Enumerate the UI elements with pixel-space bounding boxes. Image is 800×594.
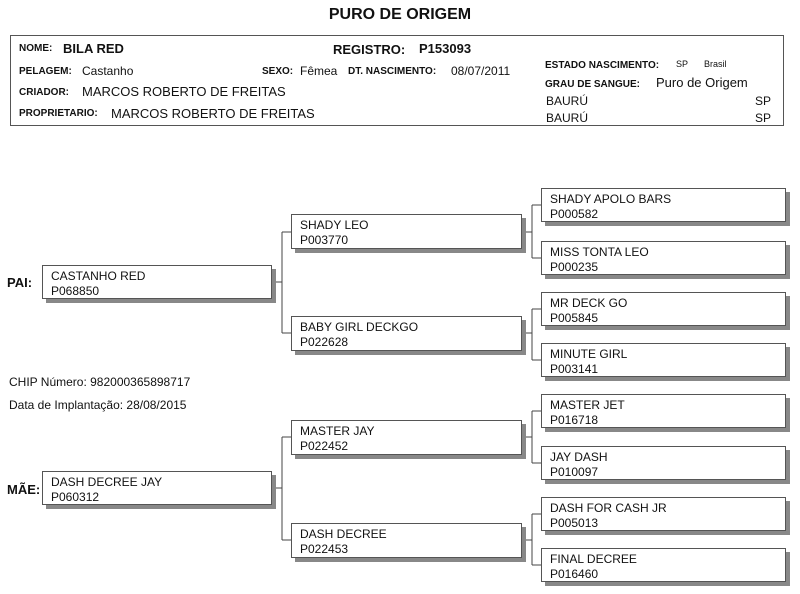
sire-dam-box: BABY GIRL DECKGO P022628 xyxy=(291,316,522,351)
horse-name: MASTER JAY xyxy=(300,424,375,438)
horse-name: CASTANHO RED xyxy=(51,269,146,283)
horse-registration: P010097 xyxy=(550,465,599,479)
horse-registration: P016718 xyxy=(550,413,599,427)
dam-sire-box: MASTER JAY P022452 xyxy=(291,420,522,455)
horse-name: MISS TONTA LEO xyxy=(550,245,649,259)
registro-label: REGISTRO: xyxy=(333,42,406,57)
pelagem-value: Castanho xyxy=(82,64,134,78)
dam-dam-box: DASH DECREE P022453 xyxy=(291,523,522,558)
horse-registration: P005013 xyxy=(550,516,599,530)
horse-name: SHADY LEO xyxy=(300,218,369,232)
implant-date: Data de Implantação: 28/08/2015 xyxy=(9,398,187,412)
registro-value: P153093 xyxy=(419,41,472,56)
sexo-label: SEXO: xyxy=(262,66,294,77)
pais-value: Brasil xyxy=(704,59,727,69)
great-grandparent-box-8: FINAL DECREE P016460 xyxy=(541,548,786,582)
pelagem-label: PELAGEM: xyxy=(19,66,72,77)
chip-number: CHIP Número: 982000365898717 xyxy=(9,375,191,389)
sire-box: CASTANHO RED P068850 xyxy=(42,265,272,299)
dt-nascimento-label: DT. NASCIMENTO: xyxy=(348,66,437,77)
horse-name: MINUTE GIRL xyxy=(550,347,628,361)
horse-registration: P016460 xyxy=(550,567,599,581)
great-grandparent-box-7: DASH FOR CASH JR P005013 xyxy=(541,497,786,531)
uf-1: SP xyxy=(755,94,772,108)
uf-2: SP xyxy=(755,111,772,125)
proprietario-label: PROPRIETARIO: xyxy=(19,108,98,119)
horse-name: SHADY APOLO BARS xyxy=(550,192,672,206)
horse-name: DASH DECREE xyxy=(300,527,387,541)
horse-name: DASH DECREE JAY xyxy=(51,475,163,489)
horse-name: MASTER JET xyxy=(550,398,625,412)
horse-registration: P022628 xyxy=(300,335,349,349)
horse-registration: P068850 xyxy=(51,284,100,298)
pai-label: PAI: xyxy=(7,275,33,290)
estado-label: ESTADO NASCIMENTO: xyxy=(545,60,660,71)
cidade-1: BAURÚ xyxy=(546,94,589,108)
horse-registration: P000235 xyxy=(550,260,599,274)
horse-registration: P005845 xyxy=(550,311,599,325)
great-grandparent-box-4: MINUTE GIRL P003141 xyxy=(541,343,786,377)
horse-name: DASH FOR CASH JR xyxy=(550,501,667,515)
dt-nascimento-value: 08/07/2011 xyxy=(451,64,511,78)
grau-label: GRAU DE SANGUE: xyxy=(545,79,641,90)
proprietario-value: MARCOS ROBERTO DE FREITAS xyxy=(111,106,315,121)
great-grandparent-box-1: SHADY APOLO BARS P000582 xyxy=(541,188,786,222)
estado-value: SP xyxy=(676,59,689,69)
sexo-value: Fêmea xyxy=(300,64,338,78)
horse-registration: P060312 xyxy=(51,490,100,504)
nome-label: NOME: xyxy=(19,43,53,54)
horse-name: FINAL DECREE xyxy=(550,552,637,566)
horse-registration: P000582 xyxy=(550,207,599,221)
horse-name: BABY GIRL DECKGO xyxy=(300,320,419,334)
horse-registration: P003141 xyxy=(550,362,599,376)
dam-box: DASH DECREE JAY P060312 xyxy=(42,471,272,505)
mae-label: MÃE: xyxy=(7,482,41,497)
horse-registration: P022452 xyxy=(300,439,349,453)
document-title: PURO DE ORIGEM xyxy=(328,6,472,23)
horse-name: MR DECK GO xyxy=(550,296,628,310)
criador-value: MARCOS ROBERTO DE FREITAS xyxy=(82,84,286,99)
great-grandparent-box-6: JAY DASH P010097 xyxy=(541,446,786,480)
sire-sire-box: SHADY LEO P003770 xyxy=(291,214,522,249)
grau-value: Puro de Origem xyxy=(656,75,748,90)
great-grandparent-box-2: MISS TONTA LEO P000235 xyxy=(541,241,786,275)
great-grandparent-box-3: MR DECK GO P005845 xyxy=(541,292,786,326)
horse-name: JAY DASH xyxy=(550,450,608,464)
horse-registration: P022453 xyxy=(300,542,349,556)
criador-label: CRIADOR: xyxy=(19,87,69,98)
nome-value: BILA RED xyxy=(63,41,124,56)
animal-info-panel xyxy=(10,35,784,126)
horse-registration: P003770 xyxy=(300,233,349,247)
great-grandparent-box-5: MASTER JET P016718 xyxy=(541,394,786,428)
cidade-2: BAURÚ xyxy=(546,111,589,125)
